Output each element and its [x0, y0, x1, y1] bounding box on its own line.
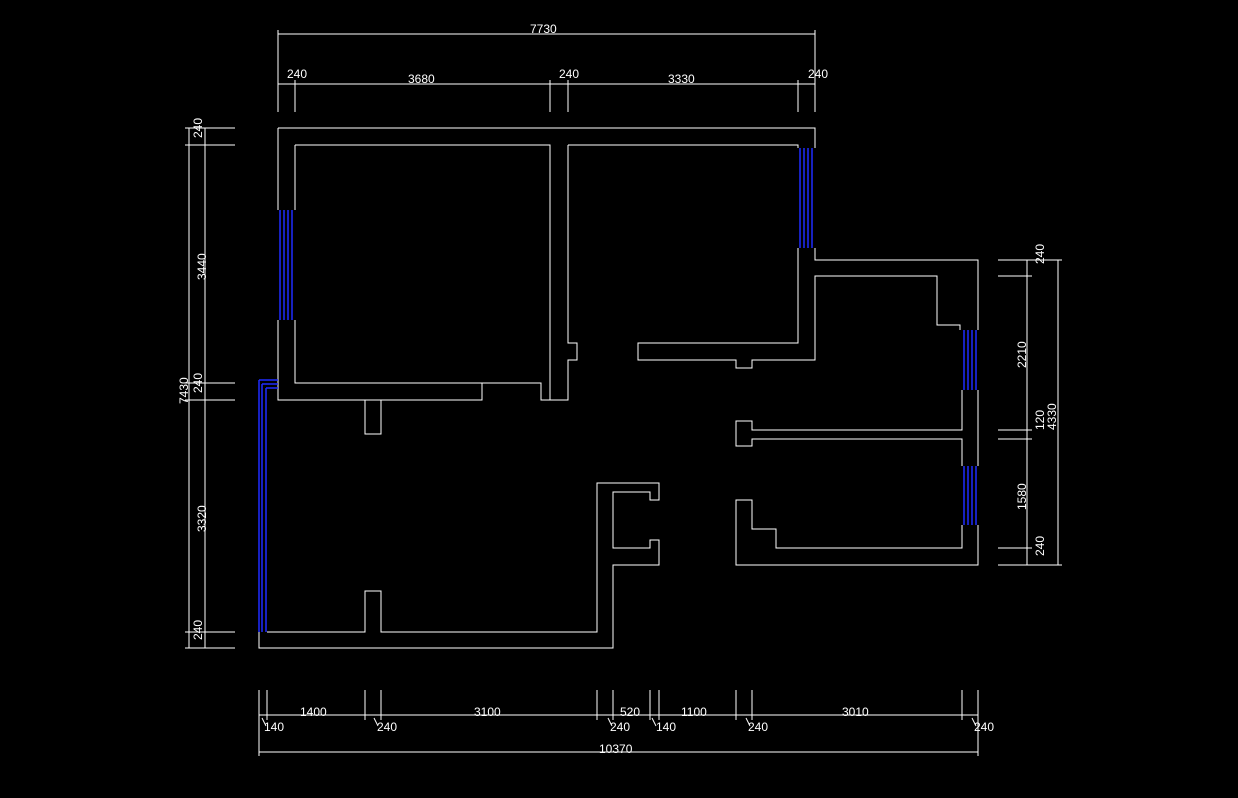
dimension-left: 240 3440 7430 240 3320 240 [177, 118, 235, 649]
dim-top-seg4: 3330 [668, 72, 695, 86]
dim-bottom-s3: 240 [377, 720, 397, 734]
dim-top-total: 7730 [530, 22, 557, 36]
dimension-top: 7730 240 3680 240 3330 240 [277, 22, 828, 112]
dim-bottom-s1: 140 [264, 720, 284, 734]
dim-left-bottom-wall: 240 [191, 620, 205, 640]
dim-left-lower: 3320 [195, 505, 209, 532]
dim-right-bottom-wall: 240 [1033, 536, 1047, 556]
wall-right-middle [735, 390, 979, 466]
wall-right-lower-room [735, 499, 979, 566]
window-right-lower [963, 466, 977, 525]
windows [258, 148, 977, 632]
dim-top-seg1: 240 [287, 67, 307, 81]
dim-right-mid-wall: 120 [1033, 410, 1047, 430]
dim-bottom-s10: 3010 [842, 705, 869, 719]
wall-upper-right-room [550, 144, 799, 401]
dim-right-upper: 2210 [1015, 341, 1029, 368]
window-left-upper [279, 210, 293, 320]
wall-closet [752, 528, 777, 548]
dim-right-lower: 1580 [1015, 483, 1029, 510]
wall-right-upper-room [637, 128, 979, 369]
dim-top-seg3: 240 [559, 67, 579, 81]
dim-bottom-s5: 240 [610, 720, 630, 734]
dim-top-seg2: 3680 [408, 72, 435, 86]
window-left-lower [258, 379, 278, 632]
dim-left-mid-wall: 240 [191, 373, 205, 393]
walls [258, 127, 979, 649]
dim-right-total: 4330 [1045, 403, 1059, 430]
dimension-bottom: 140 1400 240 3100 240 520 140 1100 240 3… [258, 690, 994, 756]
dimension-right: 240 2210 120 4330 1580 240 [998, 244, 1062, 566]
dim-bottom-s7: 140 [656, 720, 676, 734]
dim-bottom-s6: 520 [620, 705, 640, 719]
dim-bottom-s9: 240 [748, 720, 768, 734]
dim-top-seg5: 240 [808, 67, 828, 81]
wall-lower-left-room [258, 482, 660, 649]
wall-left-mid [277, 320, 483, 401]
dim-left-top-wall: 240 [191, 118, 205, 138]
window-right-upper [963, 330, 977, 390]
dim-bottom-s11: 240 [974, 720, 994, 734]
wall-exterior-top [277, 127, 816, 401]
dim-left-total: 7430 [177, 377, 191, 404]
dim-right-top-wall: 240 [1033, 244, 1047, 264]
dim-bottom-s2: 1400 [300, 705, 327, 719]
dim-bottom-s4: 3100 [474, 705, 501, 719]
dim-bottom-s8: 1100 [681, 705, 707, 719]
window-top-right [799, 148, 813, 248]
dim-bottom-total: 10370 [599, 742, 633, 756]
dim-left-upper: 3440 [195, 253, 209, 280]
wall-stub-left [364, 400, 382, 435]
